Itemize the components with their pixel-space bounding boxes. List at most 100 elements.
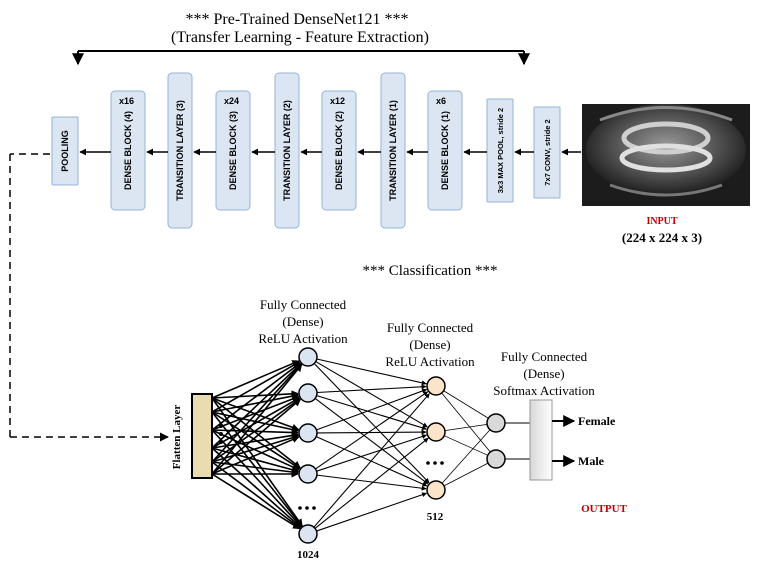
fc1-node-0 xyxy=(298,347,318,367)
connection-50 xyxy=(443,462,489,487)
fc1-node-3 xyxy=(298,464,318,484)
pipeline-block-0: POOLING xyxy=(51,116,79,186)
pipeline-block-5: DENSE BLOCK (2) x12 xyxy=(321,90,357,211)
fc1-label-line3: ReLU Activation xyxy=(258,331,348,346)
connection-39 xyxy=(315,391,429,470)
connection-5 xyxy=(211,361,300,413)
connection-15 xyxy=(211,363,302,449)
fc1-node-2 xyxy=(298,423,318,443)
connection-42 xyxy=(313,393,430,528)
pipeline-block-9: 7x7 CONV, stride 2 xyxy=(533,106,561,199)
connection-26 xyxy=(211,398,301,475)
pipeline-block-label-0: POOLING xyxy=(60,130,70,172)
connection-44 xyxy=(316,492,428,532)
fc2-ellipsis xyxy=(426,461,444,465)
connection-47 xyxy=(444,423,488,432)
flatten-label: Flatten Layer xyxy=(171,405,183,470)
connection-49 xyxy=(441,429,491,484)
connection-36 xyxy=(316,388,428,431)
pipeline-block-multiplier-1: x16 xyxy=(119,96,134,106)
pipeline-block-label-5: DENSE BLOCK (2) xyxy=(334,111,344,190)
pipeline-block-1: DENSE BLOCK (4) x16 xyxy=(110,90,146,211)
fc2-node-0 xyxy=(426,376,446,396)
pipeline-block-label-1: DENSE BLOCK (4) xyxy=(123,111,133,190)
connection-35 xyxy=(314,397,429,485)
connection-33 xyxy=(316,384,427,394)
pipeline-block-label-3: DENSE BLOCK (3) xyxy=(228,111,238,190)
fc2-label-line1: Fully Connected xyxy=(387,320,474,335)
header-title: *** Pre-Trained DenseNet121 *** xyxy=(186,11,409,28)
pipeline-block-7: DENSE BLOCK (1) x6 xyxy=(427,90,463,211)
connection-24 xyxy=(211,461,301,529)
pipeline-block-label-7: DENSE BLOCK (1) xyxy=(440,111,450,190)
connection-41 xyxy=(316,474,427,491)
fc2-units: 512 xyxy=(427,511,444,523)
fc2-label: Fully Connected (Dense) ReLU Activation xyxy=(385,320,475,369)
connection-48 xyxy=(444,435,488,456)
fc2-label-line2: (Dense) xyxy=(409,337,450,352)
fc3-label-line1: Fully Connected xyxy=(501,349,588,364)
feature-extraction-bracket xyxy=(72,50,530,66)
fc3-label-line3: Softmax Activation xyxy=(493,383,595,398)
pipeline-block-8: 3x3 MAX POOL, stride 2 xyxy=(486,98,514,203)
pipeline-block-4: TRANSITION LAYER (2) xyxy=(274,72,300,229)
connection-43 xyxy=(314,437,429,529)
connection-25 xyxy=(211,364,303,475)
fc1-label: Fully Connected (Dense) ReLU Activation xyxy=(258,297,348,346)
fc3-label: Fully Connected (Dense) Softmax Activati… xyxy=(493,349,595,398)
pooling-to-flatten-connector xyxy=(9,153,169,442)
fc2-node-2 xyxy=(426,480,446,500)
fc3-node-1 xyxy=(486,449,506,469)
connection-14 xyxy=(211,429,302,528)
pipeline-block-label-9: 7x7 CONV, stride 2 xyxy=(543,119,552,185)
softmax-output-box xyxy=(529,399,553,481)
connection-13 xyxy=(211,429,300,471)
fc1-label-line2: (Dense) xyxy=(282,314,323,329)
connection-21 xyxy=(211,398,301,463)
fc1-node-4 xyxy=(298,524,318,544)
output-label: OUTPUT xyxy=(581,503,628,515)
connection-27 xyxy=(211,436,300,475)
output-arrows xyxy=(552,415,576,467)
connection-23 xyxy=(211,461,299,476)
connection-20 xyxy=(211,363,302,463)
fc3-label-line2: (Dense) xyxy=(523,366,564,381)
pipeline-block-label-2: TRANSITION LAYER (3) xyxy=(175,100,185,201)
pipeline-block-multiplier-5: x12 xyxy=(330,96,345,106)
connection-31 xyxy=(315,361,428,428)
fc2-node-1 xyxy=(426,422,446,442)
pipeline-block-multiplier-3: x24 xyxy=(224,96,239,106)
connection-10 xyxy=(211,362,301,431)
pipeline-block-label-8: 3x3 MAX POOL, stride 2 xyxy=(496,108,505,193)
connection-46 xyxy=(441,392,491,453)
connection-8 xyxy=(211,411,301,470)
pipeline-block-multiplier-7: x6 xyxy=(436,96,446,106)
connection-40 xyxy=(316,434,427,472)
pipeline-block-3: DENSE BLOCK (3) x24 xyxy=(215,90,251,211)
output-male: Male xyxy=(578,454,605,468)
fc1-label-line1: Fully Connected xyxy=(260,297,347,312)
fc1-units: 1024 xyxy=(297,549,320,561)
classification-title: *** Classification *** xyxy=(363,263,498,279)
connection-6 xyxy=(211,392,299,413)
pipeline-block-label-4: TRANSITION LAYER (2) xyxy=(282,100,292,201)
flatten-layer xyxy=(191,393,223,479)
input-label: INPUT xyxy=(646,216,677,227)
connection-1 xyxy=(211,390,299,399)
network-connections xyxy=(211,358,530,532)
pipeline-blocks: POOLING DENSE BLOCK (4) x16 TRANSITION LAYE… xyxy=(51,72,581,229)
fc1-node-1 xyxy=(298,383,318,403)
pipeline-block-label-6: TRANSITION LAYER (1) xyxy=(388,100,398,201)
connection-32 xyxy=(313,363,430,484)
header-subtitle: (Transfer Learning - Feature Extraction) xyxy=(171,29,429,46)
fc3-node-0 xyxy=(486,413,506,433)
network-nodes xyxy=(298,347,506,544)
connection-30 xyxy=(316,358,427,386)
connection-16 xyxy=(211,397,300,449)
connection-45 xyxy=(443,390,489,419)
connection-29 xyxy=(211,473,301,530)
connection-11 xyxy=(211,395,300,431)
input-size: (224 x 224 x 3) xyxy=(622,230,702,245)
pipeline-block-6: TRANSITION LAYER (1) xyxy=(380,72,406,229)
input-xray-image xyxy=(582,104,750,206)
